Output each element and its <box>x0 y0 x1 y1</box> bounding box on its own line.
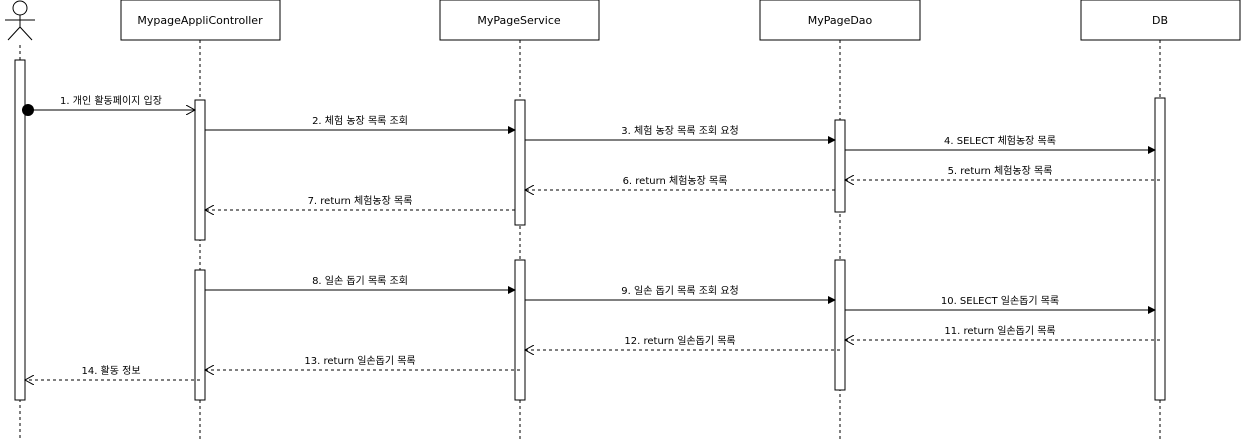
message-5-label: 5. return 체험농장 목록 <box>948 165 1053 177</box>
message-1-label: 1. 개인 활동페이지 입장 <box>60 94 162 107</box>
message-12-label: 12. return 일손돕기 목록 <box>624 335 735 347</box>
message-13-label: 13. return 일손돕기 목록 <box>304 355 415 367</box>
participant-service: MyPageService <box>439 0 600 41</box>
message-2-label: 2. 체험 농장 목록 조회 <box>312 115 408 127</box>
message-14-label: 14. 활동 정보 <box>81 364 140 377</box>
participant-controller-label: MypageAppliController <box>137 14 263 27</box>
participant-dao: MyPageDao <box>759 0 921 41</box>
participant-dao-label: MyPageDao <box>808 14 873 27</box>
activation-db <box>1154 97 1166 401</box>
actor-icon <box>5 0 35 41</box>
participant-db: DB <box>1080 0 1241 41</box>
message-11-label: 11. return 일손돕기 목록 <box>944 325 1055 337</box>
activation-service-2 <box>514 259 526 401</box>
message-1-start-dot <box>22 104 34 116</box>
participant-db-label: DB <box>1152 14 1168 27</box>
message-8-label: 8. 일손 돕기 목록 조회 <box>312 275 408 287</box>
activation-dao-2 <box>834 259 846 391</box>
message-9-label: 9. 일손 돕기 목록 조회 요청 <box>621 285 738 297</box>
activation-controller-1 <box>194 99 206 241</box>
activation-actor <box>14 59 26 401</box>
participant-controller: MypageAppliController <box>120 0 281 41</box>
activation-controller-2 <box>194 269 206 401</box>
message-6-label: 6. return 체험농장 목록 <box>623 175 728 187</box>
message-10-label: 10. SELECT 일손돕기 목록 <box>941 295 1059 307</box>
activation-dao-1 <box>834 119 846 213</box>
message-7-label: 7. return 체험농장 목록 <box>308 195 413 207</box>
activation-service-1 <box>514 99 526 226</box>
participant-service-label: MyPageService <box>477 14 561 27</box>
message-3-label: 3. 체험 농장 목록 조회 요청 <box>621 125 738 137</box>
message-4-label: 4. SELECT 체험농장 목록 <box>944 135 1056 147</box>
